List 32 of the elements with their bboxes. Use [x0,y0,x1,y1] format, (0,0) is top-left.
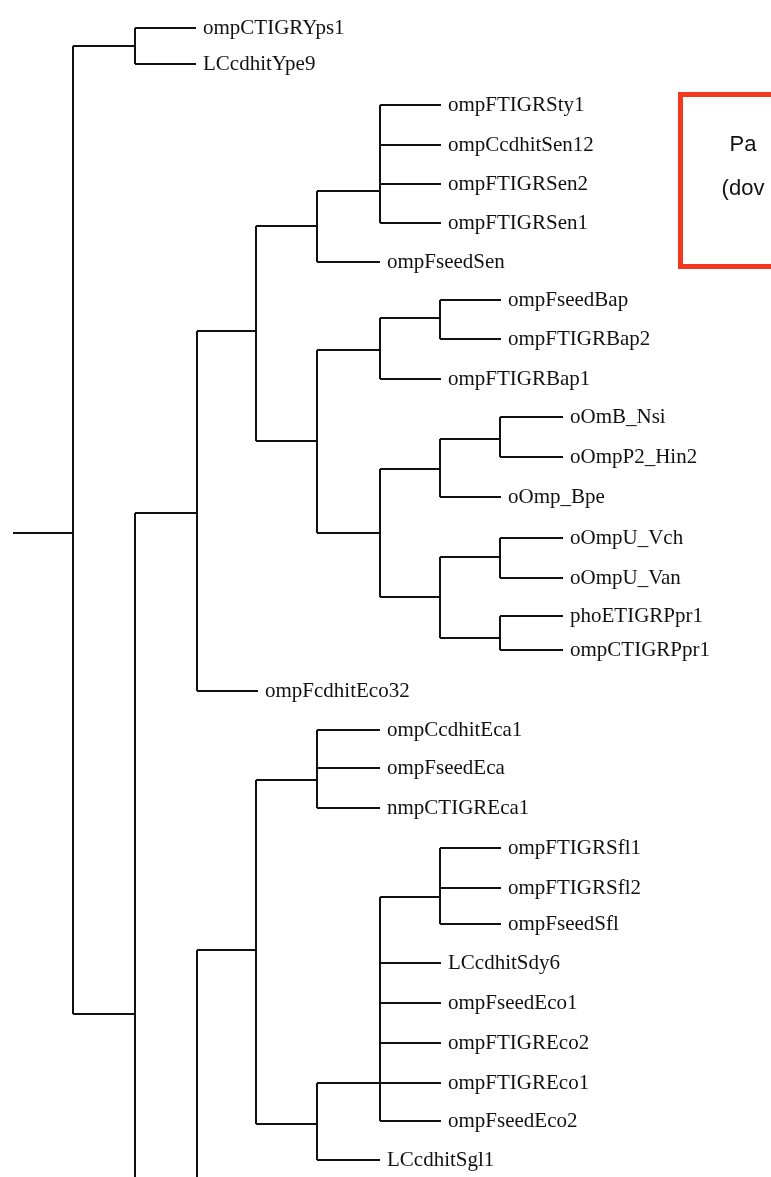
leaf-label: ompFseedBap [508,287,629,311]
leaf-label: ompFseedSfl [508,911,619,935]
leaf-label: ompFTIGRSen1 [448,210,588,234]
leaf-label: ompCcdhitEca1 [387,717,523,741]
leaf-label: nmpCTIGREca1 [387,795,530,819]
leaf-label: ompCTIGRYps1 [203,15,345,39]
leaf-label: ompFTIGRBap2 [508,326,651,350]
leaf-label: ompCTIGRPpr1 [570,637,710,661]
leaf-label: LCcdhitSdy6 [448,950,560,974]
leaf-label: ompFcdhitEco32 [265,678,410,702]
leaf-label: ompFTIGREco2 [448,1030,590,1054]
leaf-label: ompFTIGRBap1 [448,366,591,390]
leaf-label: LCcdhitYpe9 [203,51,316,75]
leaf-label: ompFseedEco1 [448,990,578,1014]
leaf-label: oOmpU_Van [570,565,681,589]
leaf-label: ompFTIGREco1 [448,1070,590,1094]
leaf-label: LCcdhitSgl1 [387,1147,495,1171]
note-text: Pa (dov [720,130,766,202]
leaf-label: ompFTIGRSfl1 [508,835,641,859]
leaf-label: ompFseedSen [387,249,505,273]
leaf-label: ompFseedEco2 [448,1108,578,1132]
leaf-label: oOmpP2_Hin2 [570,444,698,468]
leaf-label: ompFTIGRSen2 [448,171,588,195]
leaf-label: ompCcdhitSen12 [448,132,594,156]
leaf-label: ompFTIGRSfl2 [508,875,641,899]
leaf-label: oOmp_Bpe [508,484,605,508]
leaf-label: oOmpU_Vch [570,525,684,549]
leaf-label: phoETIGRPpr1 [570,603,703,627]
leaf-label: oOmB_Nsi [570,404,666,428]
leaf-label: ompFseedEca [387,755,505,779]
leaf-label: ompFTIGRSty1 [448,92,585,116]
note-box [678,92,771,269]
